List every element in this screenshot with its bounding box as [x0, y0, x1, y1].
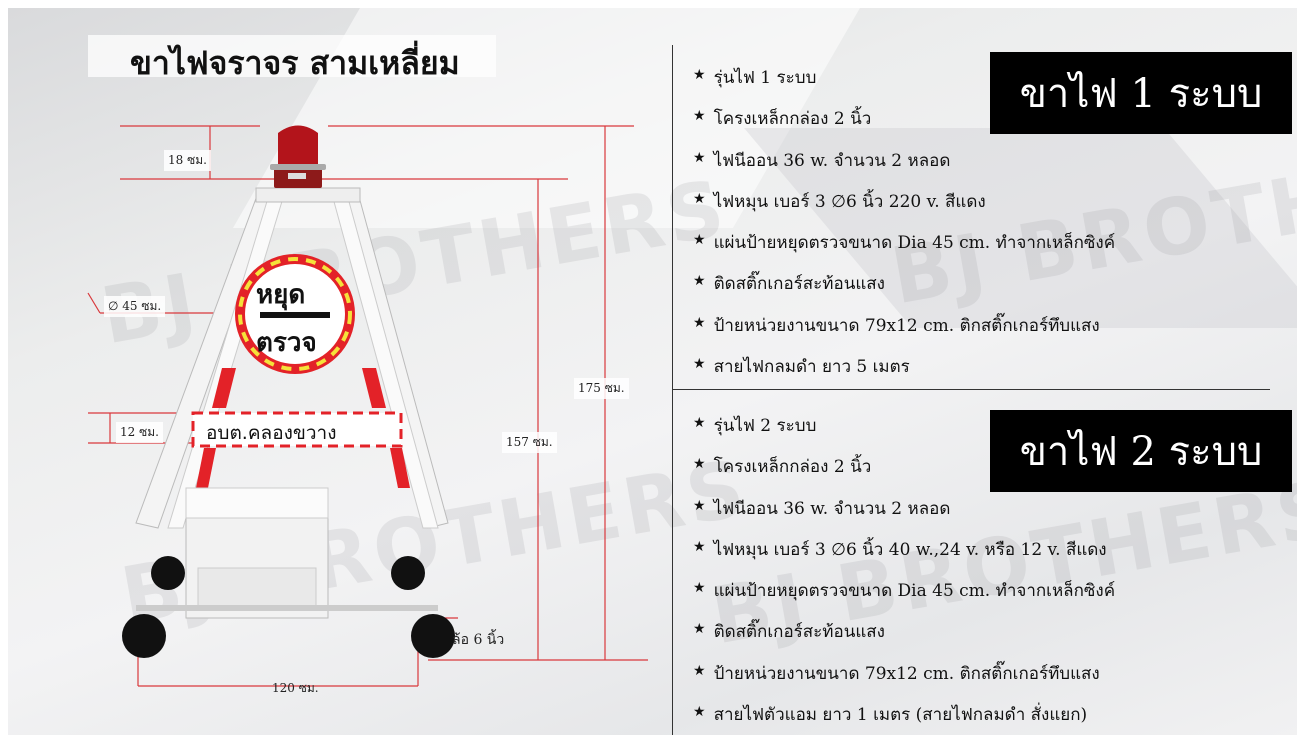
star-icon: ★	[693, 415, 706, 431]
diameter-icon: ∅	[108, 299, 119, 313]
star-icon: ★	[693, 67, 706, 83]
star-icon: ★	[693, 538, 706, 555]
rotating-beacon	[270, 125, 326, 188]
list-item: ★ ป้ายหน่วยงานขนาด 79x12 cm. ติกสติ๊กเกอร…	[693, 312, 1115, 353]
feature-text: แผ่นป้ายหยุดตรวจขนาด Dia 45 cm. ทำจากเหล…	[713, 233, 1116, 254]
equipment-cabinet	[136, 487, 438, 619]
feature-text: รุ่นไฟ 2 ระบบ	[713, 416, 817, 436]
page-title: ขาไฟจราจร สามเหลี่ยม	[130, 44, 460, 82]
dim-total-height: 175 ซม.	[574, 378, 629, 399]
star-icon: ★	[693, 314, 706, 331]
star-icon: ★	[693, 190, 706, 207]
feature-text: ป้ายหน่วยงานขนาด 79x12 cm. ติกสติ๊กเกอร์…	[713, 315, 1100, 336]
star-icon: ★	[693, 149, 706, 166]
list-item: ★ แผ่นป้ายหยุดตรวจขนาด Dia 45 cm. ทำจากเห…	[693, 577, 1115, 618]
dim-width: 120 ซม.	[272, 681, 319, 695]
star-icon: ★	[693, 356, 706, 373]
feature-text: ไฟหมุน เบอร์ 3 ∅6 นิ้ว 40 w.,24 v. หรือ …	[713, 539, 1107, 560]
list-item: ★ รุ่นไฟ 1 ระบบ	[693, 64, 1115, 105]
stop-sign	[235, 254, 355, 374]
star-icon: ★	[693, 621, 706, 638]
list-item: ★ ไฟนีออน 36 w. จำนวน 2 หลอด	[693, 495, 1115, 536]
model-2-badge: ขาไฟ 2 ระบบ	[990, 410, 1292, 492]
vertical-divider	[672, 45, 673, 735]
list-item: ★ รุ่นไฟ 2 ระบบ	[693, 412, 1115, 453]
wheels	[122, 556, 455, 658]
list-item: ★ สายไฟกลมดำ ยาว 5 เมตร	[693, 353, 1115, 394]
feature-text: ไฟนีออน 36 w. จำนวน 2 หลอด	[713, 150, 951, 171]
feature-text: ติดสติ๊กเกอร์สะท้อนแสง	[713, 622, 885, 643]
star-icon: ★	[693, 273, 706, 290]
a-frame	[135, 187, 449, 529]
list-item: ★ ไฟหมุน เบอร์ 3 ∅6 นิ้ว 40 w.,24 v. หรือ…	[693, 536, 1115, 577]
list-item: ★ แผ่นป้ายหยุดตรวจขนาด Dia 45 cm. ทำจากเห…	[693, 229, 1115, 270]
dimension-lines	[87, 125, 648, 687]
plate-text: อบต.คลองขวาง	[206, 422, 337, 444]
dim-sign-diameter: ∅ 45 ซม.	[104, 296, 166, 317]
feature-text: ป้ายหน่วยงานขนาด 79x12 cm. ติกสติ๊กเกอร์…	[713, 663, 1100, 684]
wheel	[122, 614, 166, 658]
list-item: ★ ติดสติ๊กเกอร์สะท้อนแสง	[693, 270, 1115, 311]
feature-text: สายไฟกลมดำ ยาว 5 เมตร	[713, 357, 910, 378]
dim-beacon-height: 18 ซม.	[164, 150, 211, 171]
list-item: ★ โครงเหล็กกล่อง 2 นิ้ว	[693, 105, 1115, 146]
wheel	[411, 614, 455, 658]
horizontal-divider	[672, 389, 1270, 390]
star-icon: ★	[693, 232, 706, 249]
list-item: ★ ไฟนีออน 36 w. จำนวน 2 หลอด	[693, 147, 1115, 188]
wheel	[151, 556, 185, 590]
sign-text-bottom: ตรวจ	[256, 328, 317, 358]
model-1-badge: ขาไฟ 1 ระบบ	[990, 52, 1292, 134]
dim-sign-diameter-value: 45 ซม.	[122, 299, 162, 313]
wheel	[391, 556, 425, 590]
feature-text: รุ่นไฟ 1 ระบบ	[713, 68, 817, 88]
feature-text: ไฟนีออน 36 w. จำนวน 2 หลอด	[713, 498, 951, 519]
feature-text: แผ่นป้ายหยุดตรวจขนาด Dia 45 cm. ทำจากเหล…	[713, 581, 1116, 602]
title-backdrop	[88, 35, 496, 77]
product-illustration	[87, 125, 648, 687]
list-item: ★ ป้ายหน่วยงานขนาด 79x12 cm. ติกสติ๊กเกอร…	[693, 660, 1115, 701]
feature-text: ไฟหมุน เบอร์ 3 ∅6 นิ้ว 220 v. สีแดง	[713, 191, 986, 212]
dim-plate-height: 12 ซม.	[116, 422, 163, 443]
list-item: ★ ติดสติ๊กเกอร์สะท้อนแสง	[693, 618, 1115, 659]
product-sheet: BJ BROTHERS BJ BROTHERS BJ BROTHERS BJ B…	[8, 8, 1297, 735]
agency-plate	[191, 411, 403, 448]
dim-wheel: ล้อ 6 นิ้ว	[452, 632, 505, 648]
model-2-feature-list: ★ รุ่นไฟ 2 ระบบ ★ โครงเหล็กกล่อง 2 นิ้ว ★ ไ…	[693, 412, 1115, 735]
star-icon: ★	[693, 662, 706, 679]
feature-text: สายไฟตัวแอม ยาว 1 เมตร (สายไฟกลมดำ สั่งแ…	[713, 705, 1088, 726]
list-item: ★ ไฟหมุน เบอร์ 3 ∅6 นิ้ว 220 v. สีแดง	[693, 188, 1115, 229]
list-item: ★ โครงเหล็กกล่อง 2 นิ้ว	[693, 453, 1115, 494]
star-icon: ★	[693, 497, 706, 514]
star-icon: ★	[693, 456, 706, 473]
sign-text-top: หยุด	[256, 280, 306, 310]
feature-text: โครงเหล็กกล่อง 2 นิ้ว	[713, 457, 872, 478]
star-icon: ★	[693, 108, 706, 125]
star-icon: ★	[693, 580, 706, 597]
star-icon: ★	[693, 704, 706, 721]
model-1-feature-list: ★ รุ่นไฟ 1 ระบบ ★ โครงเหล็กกล่อง 2 นิ้ว ★ ไ…	[693, 64, 1115, 394]
feature-text: โครงเหล็กกล่อง 2 นิ้ว	[713, 109, 872, 130]
list-item: ★ สายไฟตัวแอม ยาว 1 เมตร (สายไฟกลมดำ สั่ง…	[693, 701, 1115, 735]
feature-text: ติดสติ๊กเกอร์สะท้อนแสง	[713, 274, 885, 295]
dim-frame-height: 157 ซม.	[502, 432, 557, 453]
